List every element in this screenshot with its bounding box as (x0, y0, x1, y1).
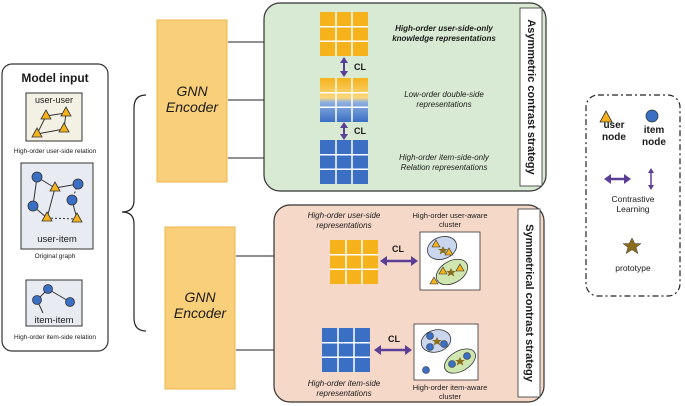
item-item-caption: High-order item-side relation (14, 334, 96, 341)
symmetric-panel: Symmetrical contrast strategy High-order… (273, 204, 545, 403)
legend-prototype: prototype (615, 263, 651, 273)
cl-label: CL (354, 62, 366, 72)
item-cluster-box (413, 323, 479, 381)
input-brace (121, 94, 147, 332)
item-item-graph: item-item (25, 279, 83, 327)
model-input-panel: Model input user-user High-order user-si… (1, 63, 109, 352)
item-side-rep-grid (320, 140, 368, 184)
item-rep-grid (322, 328, 370, 372)
prototype-icon (438, 246, 448, 255)
contrastive-vertical-arrow-icon (648, 168, 654, 190)
user-side-rep-grid (320, 12, 368, 56)
user-rep-grid (330, 240, 378, 284)
item-item-label: item-item (34, 315, 73, 326)
contrastive-arrow-icon (604, 174, 631, 184)
cl-label: CL (354, 126, 366, 136)
asymmetric-strategy-label: Asymmetric contrast strategy (525, 19, 537, 175)
contrast-arrow-1 (340, 57, 348, 77)
user-item-label: user-item (37, 234, 77, 245)
cl-label: CL (388, 334, 400, 344)
user-item-graph: user-item (20, 162, 94, 250)
prototype-icon (622, 237, 642, 255)
contrast-arrow-user (380, 256, 418, 266)
user-cluster-box (419, 231, 481, 291)
user-user-caption: High-order user-side relation (14, 148, 97, 155)
item-node-icon (645, 109, 659, 123)
contrast-arrow-item (374, 345, 412, 355)
double-side-rep-grid (320, 78, 368, 122)
user-node-icon (599, 110, 613, 123)
user-item-caption: Original graph (35, 253, 76, 260)
prototype-icon (455, 357, 465, 366)
user-node-icon (60, 106, 72, 117)
asymmetric-panel: Asymmetric contrast strategy (263, 2, 547, 192)
prototype-icon (432, 337, 442, 346)
user-user-label: user-user (35, 95, 73, 105)
model-input-title: Model input (21, 71, 88, 85)
symmetric-strategy-label: Symmetrical contrast strategy (523, 224, 535, 383)
cl-label: CL (392, 244, 404, 254)
user-user-graph: user-user (25, 92, 83, 142)
user-node-icon (40, 109, 52, 120)
user-node-icon (58, 122, 70, 133)
prototype-icon (446, 268, 456, 277)
contrast-arrow-2 (340, 122, 348, 140)
user-node-icon (31, 127, 43, 138)
